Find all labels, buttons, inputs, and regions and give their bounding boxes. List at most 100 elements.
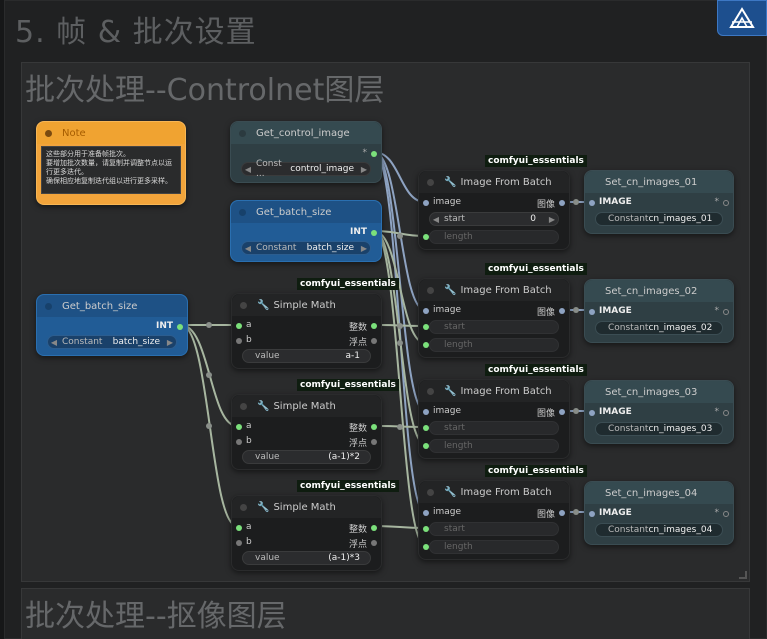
value-input[interactable]: value (a-1)*3	[242, 551, 371, 565]
length-input[interactable]: length	[429, 540, 559, 554]
constant-widget[interactable]: ◀ Constant batch_size ▶	[241, 241, 371, 255]
input-socket-image[interactable]	[589, 200, 595, 206]
output-socket-image[interactable]	[559, 308, 565, 314]
node-header[interactable]: Note	[37, 122, 185, 144]
output-socket-image[interactable]	[559, 409, 565, 415]
output-socket[interactable]	[371, 230, 377, 236]
output-socket-float[interactable]	[371, 540, 377, 546]
group-title[interactable]: 批次处理--Controlnet图层	[25, 73, 385, 108]
node-header[interactable]: 🔧 Image From Batch	[419, 481, 569, 503]
input-socket-image[interactable]	[423, 409, 429, 415]
value-input[interactable]: value (a-1)*2	[242, 450, 371, 464]
simple-math-node[interactable]: 🔧 Simple Math a 整数 b 浮点 value (a-1)*3	[231, 495, 382, 571]
arrow-right-icon[interactable]: ▶	[166, 337, 174, 347]
input-socket-image[interactable]	[423, 200, 429, 206]
collapse-dot-icon[interactable]	[240, 301, 247, 309]
image-from-batch-node[interactable]: 🔧 Image From Batch image 图像 start length	[418, 278, 570, 358]
input-socket-image[interactable]	[589, 511, 595, 517]
get-batch-size-node[interactable]: Get_batch_size INT ◀ Constant batch_size…	[36, 294, 188, 356]
group-title[interactable]: 5. 帧 & 批次设置	[15, 15, 257, 50]
collapse-dot-icon[interactable]	[239, 208, 246, 216]
output-socket-int[interactable]	[371, 323, 377, 329]
input-socket-b[interactable]	[236, 439, 242, 445]
output-socket-image[interactable]	[559, 510, 565, 516]
collapse-dot-icon[interactable]	[45, 302, 52, 310]
group-matting-batch[interactable]: 批次处理--抠像图层	[21, 588, 750, 639]
set-cn-images-node[interactable]: Set_cn_images_03 IMAGE * Constant cn_ima…	[584, 380, 734, 444]
start-input[interactable]: start	[429, 421, 559, 435]
node-header[interactable]: Set_cn_images_03	[585, 381, 733, 403]
length-input[interactable]: length	[429, 338, 559, 352]
collapse-dot-icon[interactable]	[239, 129, 246, 137]
input-socket-start[interactable]	[423, 425, 429, 431]
app-logo-button[interactable]	[717, 0, 767, 36]
arrow-left-icon[interactable]: ◀	[244, 243, 252, 253]
input-socket-length[interactable]	[423, 234, 429, 240]
output-socket[interactable]	[371, 151, 377, 157]
output-socket[interactable]	[723, 309, 729, 315]
output-socket-float[interactable]	[371, 439, 377, 445]
constant-widget[interactable]: Constant cn_images_02	[595, 321, 723, 335]
get-control-image-node[interactable]: Get_control_image * ◀ Const ... control_…	[230, 121, 382, 183]
output-socket-float[interactable]	[371, 338, 377, 344]
arrow-left-icon[interactable]: ◀	[432, 214, 440, 224]
output-socket[interactable]	[723, 200, 729, 206]
constant-widget[interactable]: ◀ Constant batch_size ▶	[47, 335, 177, 349]
node-header[interactable]: Set_cn_images_02	[585, 280, 733, 302]
collapse-dot-icon[interactable]	[427, 178, 434, 186]
output-socket[interactable]	[723, 410, 729, 416]
image-from-batch-node[interactable]: 🔧 Image From Batch image 图像 ◀ start 0 ▶ …	[418, 170, 570, 250]
constant-widget[interactable]: Constant cn_images_03	[595, 422, 723, 436]
set-cn-images-node[interactable]: Set_cn_images_01 IMAGE * Constant cn_ima…	[584, 170, 734, 234]
node-header[interactable]: Get_batch_size	[37, 295, 187, 317]
simple-math-node[interactable]: 🔧 Simple Math a 整数 b 浮点 value (a-1)*2	[231, 394, 382, 470]
input-socket-image[interactable]	[589, 309, 595, 315]
get-batch-size-node[interactable]: Get_batch_size INT ◀ Constant batch_size…	[230, 200, 382, 262]
group-resize-handle[interactable]	[739, 571, 747, 579]
input-socket-length[interactable]	[423, 443, 429, 449]
group-title[interactable]: 批次处理--抠像图层	[25, 599, 287, 634]
constant-widget[interactable]: Constant cn_images_04	[595, 523, 723, 537]
output-socket-image[interactable]	[559, 200, 565, 206]
arrow-right-icon[interactable]: ▶	[548, 214, 556, 224]
input-socket-image[interactable]	[423, 308, 429, 314]
image-from-batch-node[interactable]: 🔧 Image From Batch image 图像 start length	[418, 480, 570, 560]
node-header[interactable]: Get_control_image	[231, 122, 381, 144]
start-input[interactable]: ◀ start 0 ▶	[429, 212, 559, 226]
note-textarea[interactable]: 这些部分用于准备帧批次。 要增加批次数量，请复制并调整节点以运行更多迭代。 确保…	[41, 146, 181, 194]
input-socket-a[interactable]	[236, 323, 242, 329]
node-header[interactable]: 🔧 Simple Math	[232, 496, 381, 518]
constant-widget[interactable]: ◀ Const ... control_image ▶	[241, 159, 371, 179]
node-header[interactable]: Set_cn_images_01	[585, 171, 733, 193]
node-header[interactable]: 🔧 Simple Math	[232, 395, 381, 417]
input-socket-a[interactable]	[236, 424, 242, 430]
output-socket[interactable]	[723, 511, 729, 517]
collapse-dot-icon[interactable]	[427, 286, 434, 294]
arrow-left-icon[interactable]: ◀	[50, 337, 58, 347]
collapse-dot-icon[interactable]	[240, 503, 247, 511]
input-socket-b[interactable]	[236, 338, 242, 344]
value-input[interactable]: value a-1	[242, 349, 371, 363]
arrow-left-icon[interactable]: ◀	[244, 164, 252, 174]
arrow-right-icon[interactable]: ▶	[360, 164, 368, 174]
node-header[interactable]: Get_batch_size	[231, 201, 381, 223]
set-cn-images-node[interactable]: Set_cn_images_02 IMAGE * Constant cn_ima…	[584, 279, 734, 343]
collapse-dot-icon[interactable]	[427, 387, 434, 395]
collapse-dot-icon[interactable]	[240, 402, 247, 410]
input-socket-length[interactable]	[423, 342, 429, 348]
node-header[interactable]: 🔧 Image From Batch	[419, 171, 569, 193]
node-header[interactable]: 🔧 Image From Batch	[419, 279, 569, 301]
output-socket-int[interactable]	[371, 424, 377, 430]
start-input[interactable]: start	[429, 522, 559, 536]
input-socket-start[interactable]	[423, 526, 429, 532]
collapse-dot-icon[interactable]	[45, 129, 52, 137]
collapse-dot-icon[interactable]	[427, 488, 434, 496]
image-from-batch-node[interactable]: 🔧 Image From Batch image 图像 start length	[418, 379, 570, 459]
start-input[interactable]: start	[429, 320, 559, 334]
simple-math-node[interactable]: 🔧 Simple Math a 整数 b 浮点 value a-1	[231, 293, 382, 369]
set-cn-images-node[interactable]: Set_cn_images_04 IMAGE * Constant cn_ima…	[584, 481, 734, 545]
input-socket-start[interactable]	[423, 324, 429, 330]
node-header[interactable]: 🔧 Simple Math	[232, 294, 381, 316]
node-header[interactable]: Set_cn_images_04	[585, 482, 733, 504]
